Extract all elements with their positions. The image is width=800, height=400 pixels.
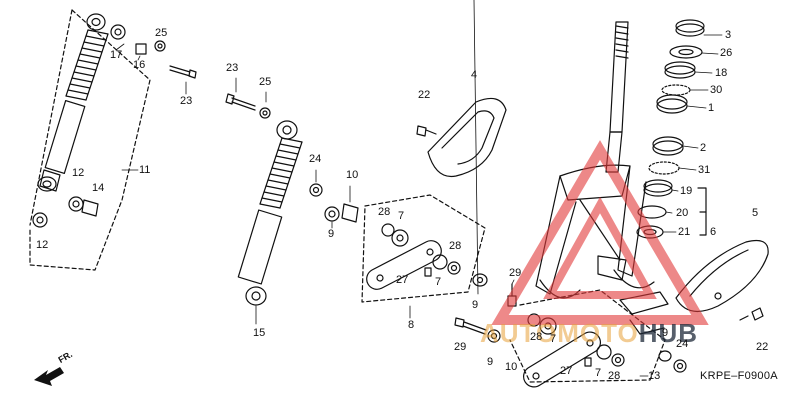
part-label-25-mid: 25	[259, 76, 272, 88]
part-label-29-top: 29	[509, 267, 522, 279]
part-label-22-right: 22	[756, 341, 769, 353]
watermark-text: AUTOMOTOHUB	[480, 318, 698, 349]
leader-lines	[115, 0, 723, 377]
watermark-logo	[491, 140, 709, 325]
part-label-1: 1	[708, 102, 715, 114]
bushing-group-mid	[309, 183, 359, 223]
part-label-9-mid: 9	[328, 228, 335, 240]
part-label-21: 21	[678, 226, 691, 238]
part-label-12-bottom: 12	[36, 239, 49, 251]
part-label-22-left: 22	[418, 89, 431, 101]
watermark-part2: HUB	[638, 318, 699, 348]
part-label-7-d: 7	[595, 367, 602, 379]
part-label-24-mid: 24	[309, 153, 322, 165]
rear-shock-right	[225, 93, 303, 306]
part-label-23-top: 23	[180, 95, 193, 107]
part-label-23-mid: 23	[226, 62, 239, 74]
part-label-3: 3	[725, 29, 732, 41]
part-label-28-d: 28	[608, 370, 621, 382]
part-label-17: 17	[110, 49, 123, 61]
part-label-29-bottom: 29	[454, 341, 467, 353]
steering-bearings	[636, 19, 707, 239]
watermark-part1: AUTOMOTO	[480, 318, 639, 348]
part-label-9-b: 9	[472, 299, 479, 311]
front-fender	[675, 239, 769, 321]
part-label-19: 19	[680, 185, 693, 197]
part-label-8: 8	[408, 319, 415, 331]
part-label-15: 15	[253, 327, 266, 339]
part-label-7-c: 7	[550, 333, 557, 345]
link-assembly-lower	[509, 289, 687, 388]
front-direction-arrow	[34, 367, 64, 386]
part-label-28-a: 28	[378, 206, 391, 218]
part-label-11: 11	[139, 164, 151, 176]
part-label-10-bottom: 10	[505, 361, 518, 373]
part-label-25-top: 25	[155, 27, 168, 39]
part-label-31: 31	[698, 164, 711, 176]
part-label-24-bottom: 24	[676, 338, 689, 350]
part-label-9-c: 9	[487, 356, 494, 368]
part-label-28-c: 28	[530, 331, 543, 343]
part-label-4: 4	[471, 69, 478, 81]
part-label-26: 26	[720, 47, 733, 59]
link-assembly-upper	[361, 194, 486, 303]
part-label-10-mid: 10	[346, 169, 359, 181]
part-label-9-d: 9	[662, 327, 669, 339]
front-fender-bracket	[416, 97, 507, 178]
diagram-code: KRPE–F0900A	[700, 370, 778, 382]
part-label-6: 6	[710, 226, 717, 238]
part-label-16: 16	[133, 59, 146, 71]
part-label-27-a: 27	[396, 274, 409, 286]
part-label-30: 30	[710, 84, 723, 96]
part-label-12-top: 12	[72, 167, 85, 179]
part-label-28-b: 28	[449, 240, 462, 252]
part-label-7-a: 7	[398, 210, 405, 222]
part-label-14: 14	[92, 182, 105, 194]
part-label-27-b: 27	[560, 365, 573, 377]
rear-shock-left	[29, 9, 197, 271]
part-label-20: 20	[676, 207, 689, 219]
part-label-5: 5	[752, 207, 759, 219]
part-label-2: 2	[700, 142, 707, 154]
part-label-18: 18	[715, 67, 728, 79]
part-label-13: 13	[648, 370, 661, 382]
part-label-7-b: 7	[435, 276, 442, 288]
